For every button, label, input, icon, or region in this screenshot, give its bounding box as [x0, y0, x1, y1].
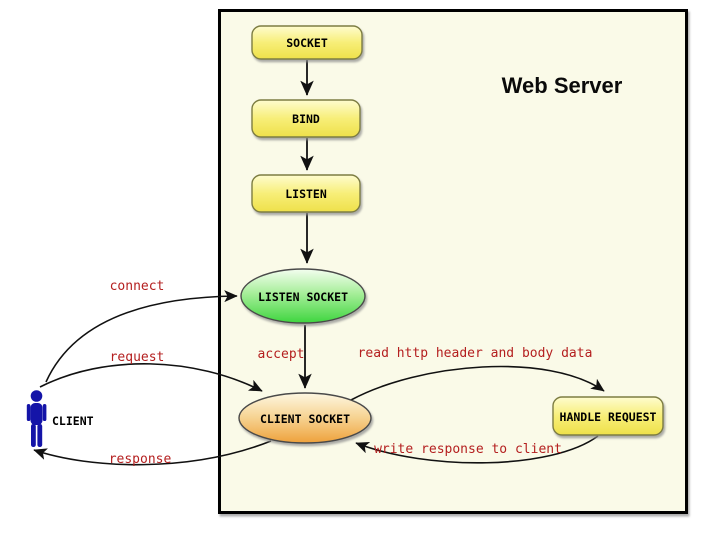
person-left-arm [26, 404, 31, 421]
node-handle-request [552, 396, 664, 436]
edge-request-curve [39, 363, 263, 392]
client-node-label: CLIENT [52, 414, 94, 428]
node-bind [251, 99, 361, 138]
edge-read-curve [350, 365, 605, 401]
edge-connect-curve [45, 290, 238, 383]
node-listen-label: LISTEN [285, 187, 327, 201]
node-handle-request-label: HANDLE REQUEST [560, 410, 657, 424]
node-bind-label: BIND [292, 112, 320, 126]
edge-accept-label: accept [258, 347, 305, 362]
web-server-title: Web Server [502, 73, 623, 98]
person-right-leg [37, 424, 43, 447]
person-right-arm [42, 404, 47, 421]
person-head [30, 390, 43, 402]
edge-request-label: request [110, 350, 165, 365]
node-socket-label: SOCKET [286, 36, 328, 50]
edge-response-label: response [109, 452, 172, 467]
node-client-socket [238, 392, 372, 444]
edge-write-label: write response to client [374, 442, 562, 457]
edge-connect-label: connect [110, 279, 165, 294]
node-listen-socket-label: LISTEN SOCKET [258, 290, 348, 304]
node-listen [251, 174, 361, 213]
node-listen-socket [240, 268, 366, 324]
node-client-socket-label: CLIENT SOCKET [260, 412, 350, 426]
edge-read-label: read http header and body data [358, 346, 593, 361]
node-socket [251, 25, 363, 60]
edge-write-curve [355, 435, 599, 464]
edge-response-curve [33, 440, 272, 466]
person-torso [30, 403, 43, 425]
person-left-leg [31, 424, 36, 447]
client-person-icon [26, 390, 47, 447]
